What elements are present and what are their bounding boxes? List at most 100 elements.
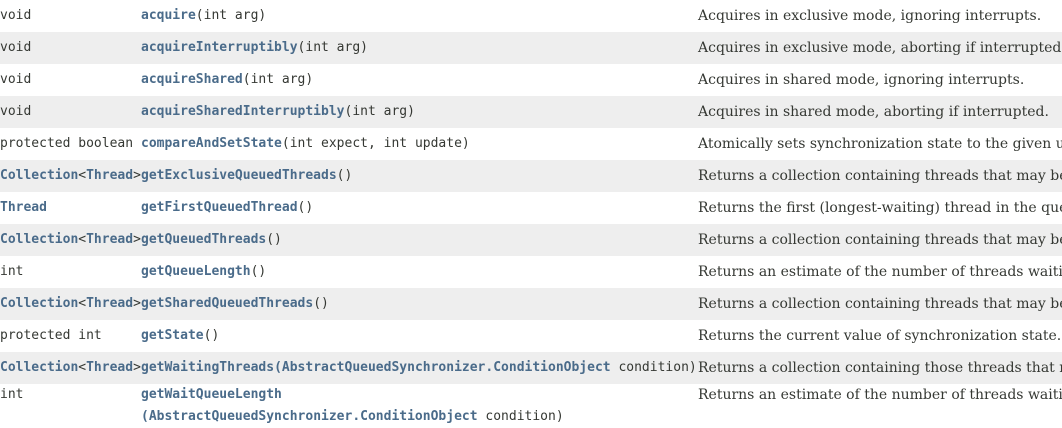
type-link[interactable]: Collection (0, 296, 79, 311)
method-name-link[interactable]: getQueueLength (141, 264, 251, 279)
method-name-link[interactable]: getSharedQueuedThreads (141, 296, 314, 311)
method-name-link[interactable]: getWaitQueueLength (141, 387, 282, 402)
type-punctuation: < (78, 232, 87, 247)
type-link[interactable]: Thread (0, 200, 47, 215)
method-signature: getState() (141, 320, 698, 352)
type-link[interactable]: Thread (86, 296, 134, 311)
table-row: Collection<Thread>getQueuedThreads()Retu… (0, 224, 1062, 256)
method-name-link[interactable]: getQueuedThreads (141, 232, 267, 247)
type-link[interactable]: Thread (86, 360, 134, 375)
method-signature: getSharedQueuedThreads() (141, 288, 698, 320)
method-return-type: Collection<Thread> (0, 288, 141, 320)
type-punctuation: < (78, 168, 87, 183)
type-text: int (0, 387, 24, 402)
method-signature: getWaitQueueLength (AbstractQueuedSynchro… (141, 384, 698, 428)
method-description: Returns the first (longest-waiting) thre… (698, 200, 1062, 216)
arg-type-link[interactable]: AbstractQueuedSynchronizer.ConditionObje… (148, 409, 478, 424)
type-text: void (0, 72, 32, 87)
method-description: Acquires in shared mode, ignoring interr… (698, 72, 1025, 88)
method-signature: acquireInterruptibly(int arg) (141, 32, 698, 64)
method-args: (int arg) (195, 8, 267, 23)
method-return-type: void (0, 32, 141, 64)
method-args: (int arg) (297, 40, 368, 55)
table-row: void acquireShared(int arg)Acquires in sh… (0, 64, 1062, 96)
method-signature: getExclusiveQueuedThreads() (141, 160, 698, 192)
method-description: Atomically sets synchronization state to… (698, 136, 1062, 152)
method-name-link[interactable]: getWaitingThreads (141, 360, 275, 375)
method-return-type: void (0, 96, 141, 128)
type-link[interactable]: Collection (0, 168, 79, 183)
method-signature: getQueuedThreads() (141, 224, 698, 256)
type-text: int (0, 264, 24, 279)
method-description: Returns the current value of synchroniza… (698, 328, 1062, 344)
method-name-link[interactable]: acquireInterruptibly (141, 40, 298, 55)
type-punctuation: < (78, 296, 87, 311)
method-name-link[interactable]: getExclusiveQueuedThreads (141, 168, 337, 183)
method-description: Acquires in exclusive mode, aborting if … (698, 40, 1062, 56)
method-name-link[interactable]: acquire (141, 8, 196, 23)
arg-name-text: condition) (610, 360, 697, 375)
method-return-type: protected int (0, 320, 141, 352)
type-link[interactable]: Thread (86, 168, 134, 183)
table-row: Collection<Thread>getSharedQueuedThreads… (0, 288, 1062, 320)
method-signature: getFirstQueuedThread() (141, 192, 698, 224)
table-row: Collection<Thread>getExclusiveQueuedThre… (0, 160, 1062, 192)
type-link[interactable]: Collection (0, 232, 79, 247)
method-description: Returns a collection containing threads … (698, 168, 1062, 184)
type-punctuation: < (78, 360, 87, 375)
method-name-link[interactable]: acquireShared (141, 72, 243, 87)
method-signature: getWaitingThreads(AbstractQueuedSynchron… (141, 352, 698, 384)
method-args: () (313, 296, 329, 311)
method-return-type: int (0, 256, 141, 288)
method-return-type: protected boolean (0, 128, 141, 160)
method-description: Acquires in shared mode, aborting if int… (698, 104, 1049, 120)
method-signature: compareAndSetState(int expect, int updat… (141, 128, 698, 160)
arg-open-paren: ( (274, 360, 282, 375)
table-row: protected boolean compareAndSetState(int … (0, 128, 1062, 160)
type-punctuation: > (133, 360, 141, 375)
type-text: void (0, 104, 32, 119)
method-description: Acquires in exclusive mode, ignoring int… (698, 8, 1042, 24)
method-args: () (297, 200, 314, 215)
method-return-type: Collection<Thread> (0, 160, 141, 192)
method-signature: acquire(int arg) (141, 0, 698, 32)
type-link[interactable]: Thread (86, 232, 134, 247)
method-args: () (250, 264, 267, 279)
type-punctuation: > (133, 168, 141, 183)
method-return-type: Collection<Thread> (0, 224, 141, 256)
method-name-link[interactable]: compareAndSetState (141, 136, 282, 151)
method-name-link[interactable]: getFirstQueuedThread (141, 200, 298, 215)
method-return-type: Collection<Thread> (0, 352, 141, 384)
type-text: void (0, 8, 32, 23)
arg-type-link[interactable]: AbstractQueuedSynchronizer.ConditionObje… (281, 360, 611, 375)
method-args: () (336, 168, 353, 183)
method-description: Returns an estimate of the number of thr… (698, 387, 1062, 403)
method-description: Returns an estimate of the number of thr… (698, 264, 1062, 280)
method-description: Returns a collection containing threads … (698, 296, 1062, 312)
method-args: () (203, 328, 220, 343)
type-link[interactable]: Collection (0, 360, 79, 375)
method-args: (int arg) (344, 104, 415, 119)
method-signature: getQueueLength() (141, 256, 698, 288)
method-description: Returns a collection containing those th… (698, 360, 1062, 376)
arg-open-paren: ( (141, 409, 149, 424)
method-return-type: void (0, 64, 141, 96)
method-description: Returns a collection containing threads … (698, 232, 1062, 248)
method-args: (int expect, int update) (281, 136, 470, 151)
type-punctuation: > (133, 232, 141, 247)
method-signature: acquireSharedInterruptibly(int arg) (141, 96, 698, 128)
method-name-link[interactable]: getState (141, 328, 204, 343)
method-signature: acquireShared(int arg) (141, 64, 698, 96)
method-return-type: int (0, 384, 141, 428)
table-row: int getWaitQueueLength (AbstractQueuedSync… (0, 384, 1062, 428)
type-text: protected boolean (0, 136, 134, 151)
method-name-link[interactable]: acquireSharedInterruptibly (141, 104, 345, 119)
